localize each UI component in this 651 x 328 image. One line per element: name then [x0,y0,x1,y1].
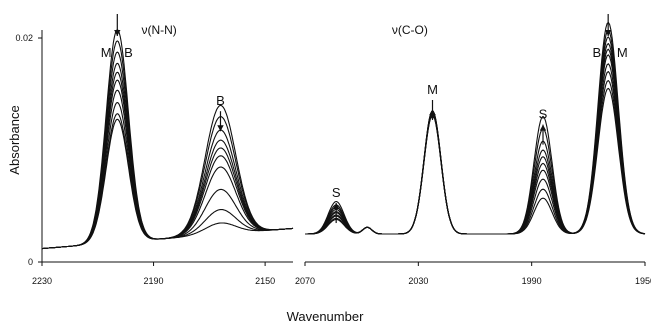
x-tick-label: 1990 [522,276,542,286]
peak-annotation: B [124,45,133,60]
x-tick-label: 1950 [635,276,651,286]
panel-label: ν(N-N) [141,23,176,37]
y-tick-label: 0.02 [15,33,33,43]
peak-annotation: M [427,82,438,97]
spectrum-series-1 [41,29,294,250]
spectrum-series-5 [305,48,646,235]
y-tick-label: 0 [28,257,33,267]
peak-annotation: B [216,93,225,108]
peak-annotation: M [101,45,112,60]
spectrum-series-10 [305,87,646,235]
x-tick-label: 2150 [255,276,275,286]
top-arrow-head [604,30,612,36]
peak-annotation: M [617,45,628,60]
spectrum-series-10 [41,118,294,250]
top-arrow-head [114,30,121,36]
annotation-arrow-head [217,125,224,132]
y-axis-label: Absorbance [7,105,22,174]
spectrum-series-2 [41,40,294,250]
x-tick-label: 2190 [144,276,164,286]
x-tick-label: 2030 [408,276,428,286]
peak-annotation: B [592,45,601,60]
x-tick-label: 2070 [295,276,315,286]
peak-annotation: S [332,185,341,200]
spectrum-series-4 [305,43,646,235]
annotation-arrow-head [429,114,436,120]
annotation-arrow-head [332,203,340,210]
panel-label: ν(C-O) [392,23,428,37]
annotation-arrow-head [539,124,547,131]
spectrum-series-6 [305,54,646,235]
x-axis-label: Wavenumber [287,309,364,324]
spectrum-series-2 [305,29,646,235]
peak-annotation: S [539,107,548,122]
x-tick-label: 2230 [32,276,52,286]
spectrum-series-3 [41,51,294,250]
spectrum-series-3 [305,36,646,235]
